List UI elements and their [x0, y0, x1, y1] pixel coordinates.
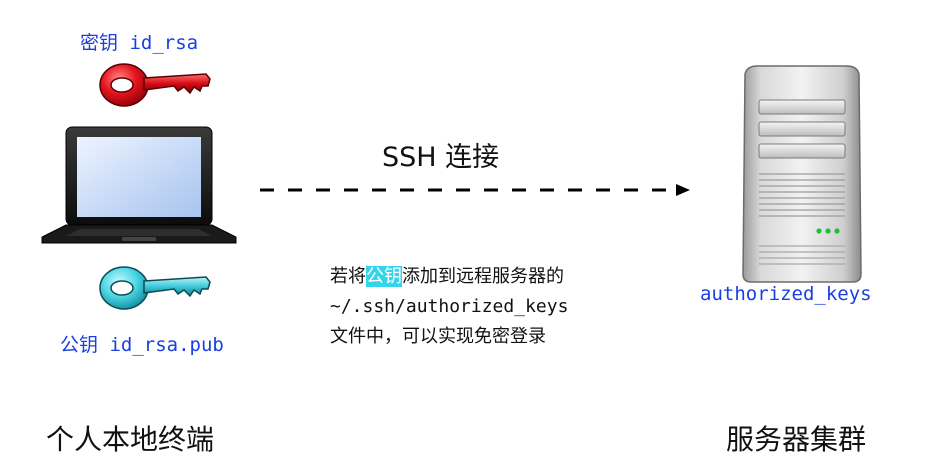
note-block: 若将公钥添加到远程服务器的 ~/.ssh/authorized_keys 文件中… [330, 262, 568, 352]
note-line-3: 文件中，可以实现免密登录 [330, 326, 546, 347]
note-highlight: 公钥 [366, 266, 402, 287]
ssh-connection-title: SSH 连接 [382, 142, 500, 173]
laptop-icon [41, 126, 237, 244]
server-cluster-caption: 服务器集群 [726, 423, 867, 456]
authorized-keys-label: authorized_keys [700, 283, 872, 305]
note-suffix: 添加到远程服务器的 [402, 266, 564, 287]
connection-arrow [260, 184, 690, 196]
red-key-icon [99, 63, 211, 107]
local-terminal-caption: 个人本地终端 [46, 423, 215, 456]
server-tower-icon [742, 65, 862, 283]
note-line-1: 若将公钥添加到远程服务器的 [330, 262, 568, 292]
public-key-label: 公钥 id_rsa.pub [60, 334, 224, 356]
private-key-label: 密钥 id_rsa [80, 32, 199, 54]
note-prefix: 若将 [330, 266, 366, 287]
cyan-key-icon [99, 266, 211, 310]
note-path: ~/.ssh/authorized_keys [330, 296, 569, 317]
